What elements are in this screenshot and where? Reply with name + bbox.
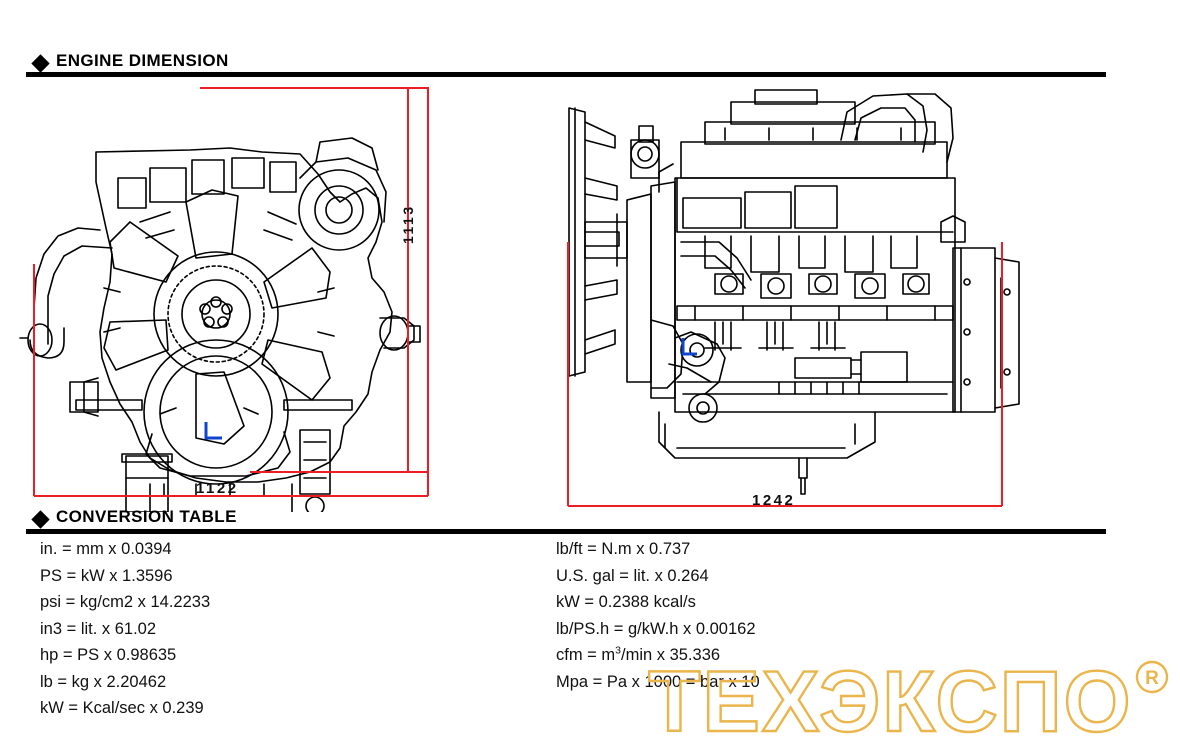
front-view-dimension-lines: [33, 87, 429, 497]
superscript: 3: [615, 644, 621, 657]
conversion-row: lb/ft = N.m x 0.737: [556, 540, 691, 558]
origin-marker: [204, 422, 222, 440]
engine-dimension-section: ENGINE DIMENSION: [0, 50, 1180, 77]
conversion-row: in3 = lit. x 61.02: [40, 619, 157, 638]
front-view-height-label: 1113: [400, 204, 416, 244]
conversion-table: in. = mm x 0.0394 PS = kW x 1.3596 psi = k…: [0, 536, 1180, 746]
page-title: ENGINE DIMENSION: [56, 51, 229, 70]
conversion-row: psi = kg/cm2 x 14.2233: [40, 593, 211, 611]
side-view-width-label: 1242: [752, 492, 796, 509]
conversion-row: cfm = m3/min x 35.336: [556, 644, 721, 664]
section-divider-rule: [26, 529, 1106, 534]
engine-drawings-area: 1122 1113: [0, 82, 1180, 512]
conversion-row: lb = kg x 2.20462: [40, 672, 167, 691]
conversion-row: Mpa = Pa x 1000 = bar x 10: [556, 672, 760, 691]
conversion-row: kW = Kcal/sec x 0.239: [40, 699, 204, 717]
conversion-table-title: CONVERSION TABLE: [56, 507, 237, 526]
conversion-table-header: CONVERSION TABLE: [0, 506, 1180, 532]
side-view-dimension-lines: [567, 242, 1003, 507]
diamond-bullet-icon: [31, 510, 50, 529]
front-view-width-label: 1122: [196, 480, 239, 497]
engine-front-view: [0, 82, 470, 512]
conversion-row: U.S. gal = lit. x 0.264: [556, 566, 709, 585]
origin-marker: [681, 338, 697, 356]
engine-side-view: [555, 82, 1035, 512]
conversion-row: PS = kW x 1.3596: [40, 566, 173, 585]
engine-dimension-header: ENGINE DIMENSION: [0, 50, 1180, 76]
conversion-table-section: CONVERSION TABLE: [0, 506, 1180, 534]
conversion-row: kW = 0.2388 kcal/s: [556, 593, 696, 611]
conversion-left-column: in. = mm x 0.0394 PS = kW x 1.3596 psi = k…: [40, 536, 540, 722]
conversion-row: lb/PS.h = g/kW.h x 0.00162: [556, 619, 756, 638]
section-divider-rule: [26, 72, 1106, 77]
conversion-row: in. = mm x 0.0394: [40, 540, 172, 558]
conversion-row: hp = PS x 0.98635: [40, 646, 177, 664]
diamond-bullet-icon: [31, 54, 50, 73]
